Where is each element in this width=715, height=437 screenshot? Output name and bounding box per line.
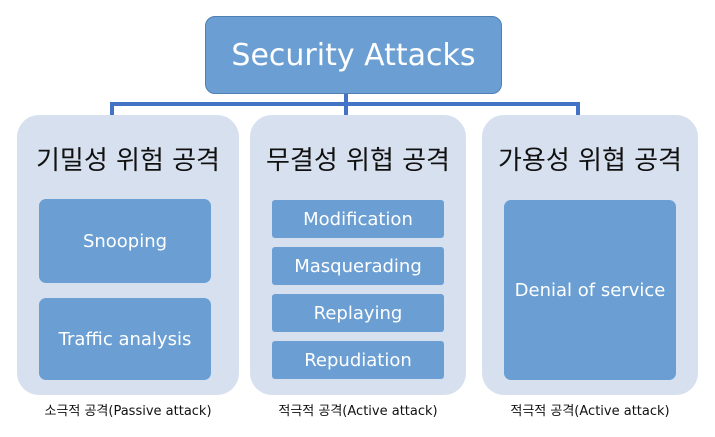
caption-active-attack-availability: 적극적 공격(Active attack) (510, 404, 670, 419)
caption-passive-attack: 소극적 공격(Passive attack) (44, 404, 212, 419)
node-snooping: Snooping (39, 199, 211, 283)
node-repudiation: Repudiation (272, 341, 444, 379)
node-masquerading: Masquerading (272, 247, 444, 285)
panel-title-confidentiality: 기밀성 위험 공격 (36, 145, 220, 176)
panel-title-availability: 가용성 위협 공격 (498, 145, 682, 176)
node-replaying: Replaying (272, 294, 444, 332)
root-node-security-attacks: Security Attacks (205, 16, 502, 94)
node-traffic-analysis: Traffic analysis (39, 298, 211, 380)
node-modification: Modification (272, 200, 444, 238)
node-denial-of-service: Denial of service (504, 200, 676, 380)
caption-active-attack-integrity: 적극적 공격(Active attack) (278, 404, 438, 419)
panel-title-integrity: 무결성 위협 공격 (266, 145, 450, 176)
